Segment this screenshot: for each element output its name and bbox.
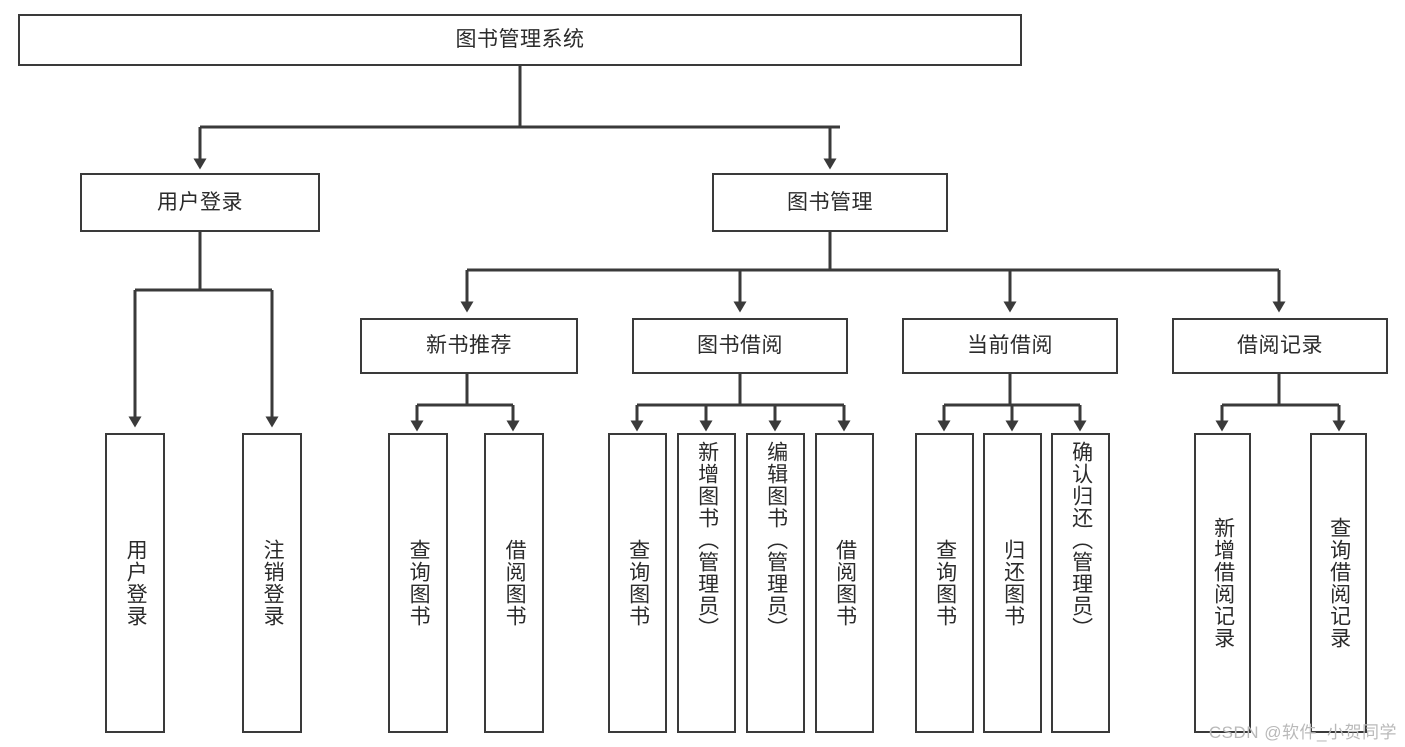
leaf-borrow-query-book[interactable]: 查询图书: [608, 433, 667, 733]
node-label: 查询借阅记录: [1327, 517, 1351, 649]
leaf-recommend-borrow-book[interactable]: 借阅图书: [484, 433, 544, 733]
leaf-current-confirm-return-admin[interactable]: 确认归还（管理员）: [1051, 433, 1110, 733]
leaf-current-query-book[interactable]: 查询图书: [915, 433, 974, 733]
node-label: 用户登录: [157, 190, 243, 214]
leaf-user-login[interactable]: 用户登录: [105, 433, 165, 733]
node-label: 归还图书: [1001, 539, 1025, 627]
node-label: 图书管理系统: [455, 28, 585, 52]
node-label: 借阅图书: [503, 539, 527, 627]
leaf-borrow-edit-book-admin[interactable]: 编辑图书（管理员）: [746, 433, 805, 733]
node-label: 当前借阅: [967, 334, 1053, 358]
node-label: 用户登录: [124, 539, 148, 627]
node-user-login[interactable]: 用户登录: [80, 173, 320, 232]
node-label: 查询图书: [407, 539, 431, 627]
node-label: 确认归还（管理员）: [1069, 441, 1093, 639]
leaf-record-add-borrow-record[interactable]: 新增借阅记录: [1194, 433, 1251, 733]
node-label: 注销登录: [261, 539, 285, 627]
node-new-book-recommend[interactable]: 新书推荐: [360, 318, 578, 374]
node-label: 查询图书: [626, 539, 650, 627]
node-root-system[interactable]: 图书管理系统: [18, 14, 1022, 66]
leaf-current-return-book[interactable]: 归还图书: [983, 433, 1042, 733]
node-label: 编辑图书（管理员）: [764, 441, 788, 639]
node-borrow-record[interactable]: 借阅记录: [1172, 318, 1388, 374]
leaf-recommend-query-book[interactable]: 查询图书: [388, 433, 448, 733]
leaf-borrow-borrow-book[interactable]: 借阅图书: [815, 433, 874, 733]
node-book-borrow[interactable]: 图书借阅: [632, 318, 848, 374]
node-label: 查询图书: [933, 539, 957, 627]
node-label: 借阅记录: [1237, 334, 1323, 358]
node-label: 图书借阅: [697, 334, 783, 358]
node-current-borrow[interactable]: 当前借阅: [902, 318, 1118, 374]
node-label: 图书管理: [787, 190, 873, 214]
leaf-user-logout[interactable]: 注销登录: [242, 433, 302, 733]
node-label: 新书推荐: [426, 334, 512, 358]
node-label: 借阅图书: [833, 539, 857, 627]
node-book-management[interactable]: 图书管理: [712, 173, 948, 232]
leaf-borrow-add-book-admin[interactable]: 新增图书（管理员）: [677, 433, 736, 733]
node-label: 新增图书（管理员）: [695, 441, 719, 639]
node-label: 新增借阅记录: [1211, 517, 1235, 649]
leaf-record-query-borrow-record[interactable]: 查询借阅记录: [1310, 433, 1367, 733]
